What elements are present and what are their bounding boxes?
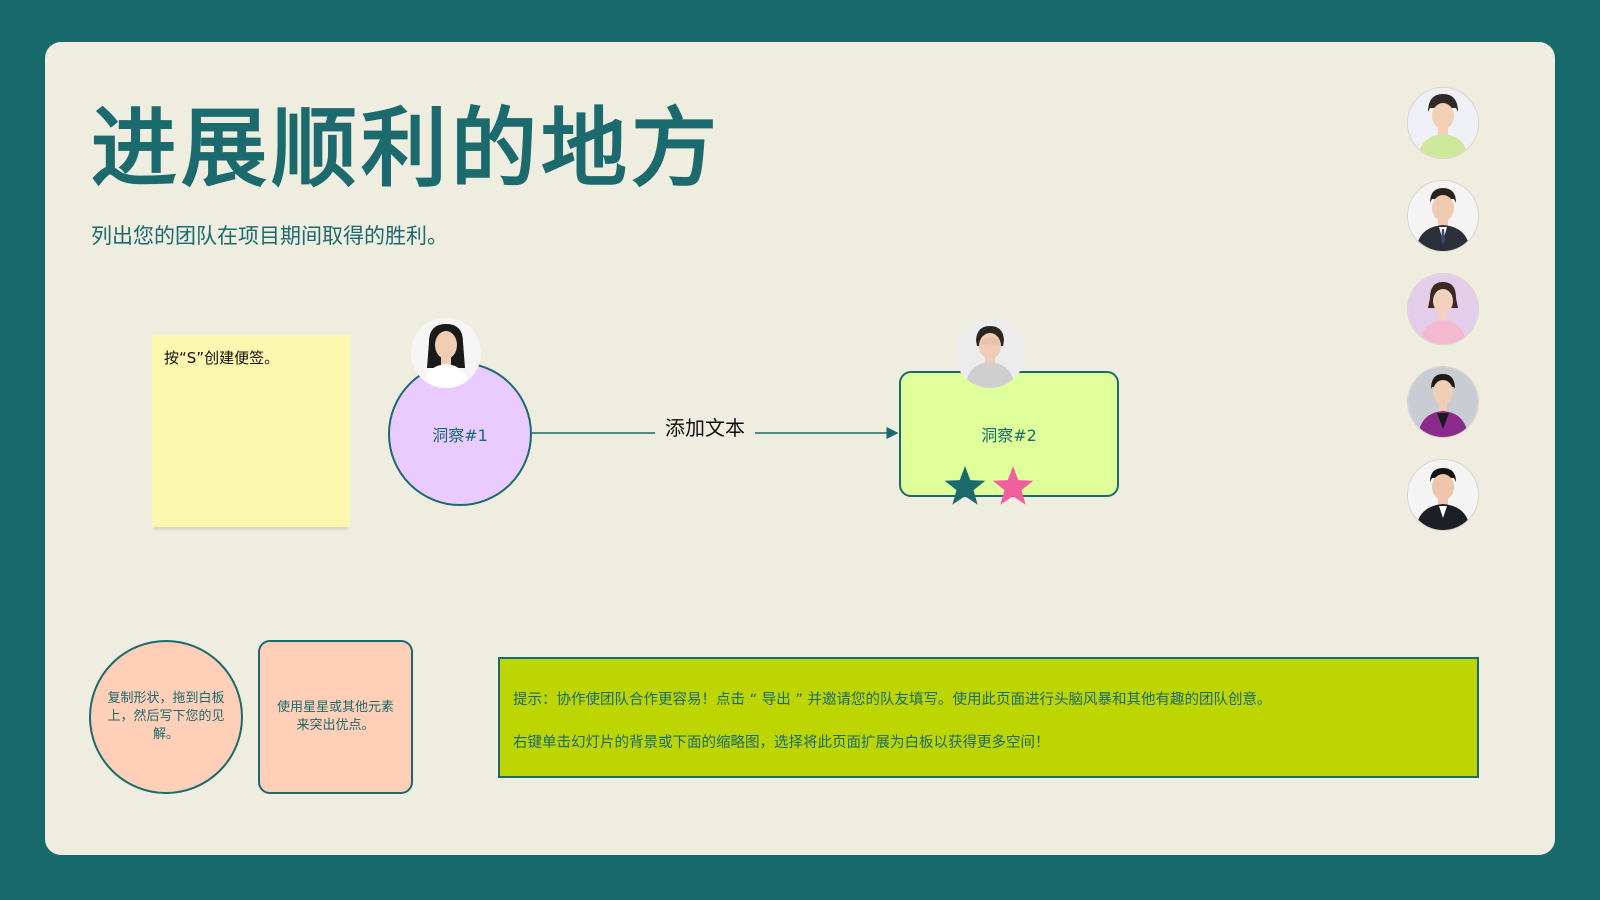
- tip-line-2: 右键单击幻灯片的背景或下面的缩略图，选择将此页面扩展为白板以获得更多空间！: [513, 735, 1050, 751]
- tip-line-1: 提示：协作使团队合作更容易！点击 “ 导出 ” 并邀请您的队友填写。使用此页面进…: [513, 692, 1272, 708]
- avatar[interactable]: [1407, 366, 1479, 438]
- hint-circle-text: 复制形状，拖到白板上，然后写下您的见解。: [107, 691, 225, 742]
- sticky-note[interactable]: 按“S”创建便签。: [152, 335, 350, 527]
- insight-1-circle[interactable]: 洞察#1: [388, 362, 532, 506]
- avatar[interactable]: [1407, 87, 1479, 159]
- insight-2-avatar: [955, 318, 1025, 388]
- insight-2-label: 洞察#2: [981, 426, 1037, 445]
- avatar[interactable]: [1407, 459, 1479, 531]
- connector-label[interactable]: 添加文本: [655, 412, 755, 441]
- hint-circle[interactable]: 复制形状，拖到白板上，然后写下您的见解。: [89, 640, 243, 794]
- collaborator-avatars: [1407, 87, 1479, 552]
- star-icon: [944, 466, 986, 505]
- page-subtitle: 列出您的团队在项目期间取得的胜利。: [91, 224, 448, 248]
- avatar[interactable]: [1407, 273, 1479, 345]
- stars-group: [942, 464, 1038, 514]
- hint-box[interactable]: 使用星星或其他元素来突出优点。: [258, 640, 413, 794]
- hint-box-text: 使用星星或其他元素来突出优点。: [276, 700, 394, 733]
- star-icon: [992, 466, 1034, 505]
- whiteboard-canvas[interactable]: 进展顺利的地方 列出您的团队在项目期间取得的胜利。 按“S”创建便签。 添加文本…: [45, 42, 1555, 855]
- avatar[interactable]: [1407, 180, 1479, 252]
- tip-box[interactable]: 提示：协作使团队合作更容易！点击 “ 导出 ” 并邀请您的队友填写。使用此页面进…: [498, 657, 1479, 778]
- page-title: 进展顺利的地方: [91, 99, 721, 199]
- insight-1-label: 洞察#1: [432, 426, 488, 445]
- sticky-note-text: 按“S”创建便签。: [164, 349, 280, 367]
- insight-1-avatar: [411, 318, 481, 388]
